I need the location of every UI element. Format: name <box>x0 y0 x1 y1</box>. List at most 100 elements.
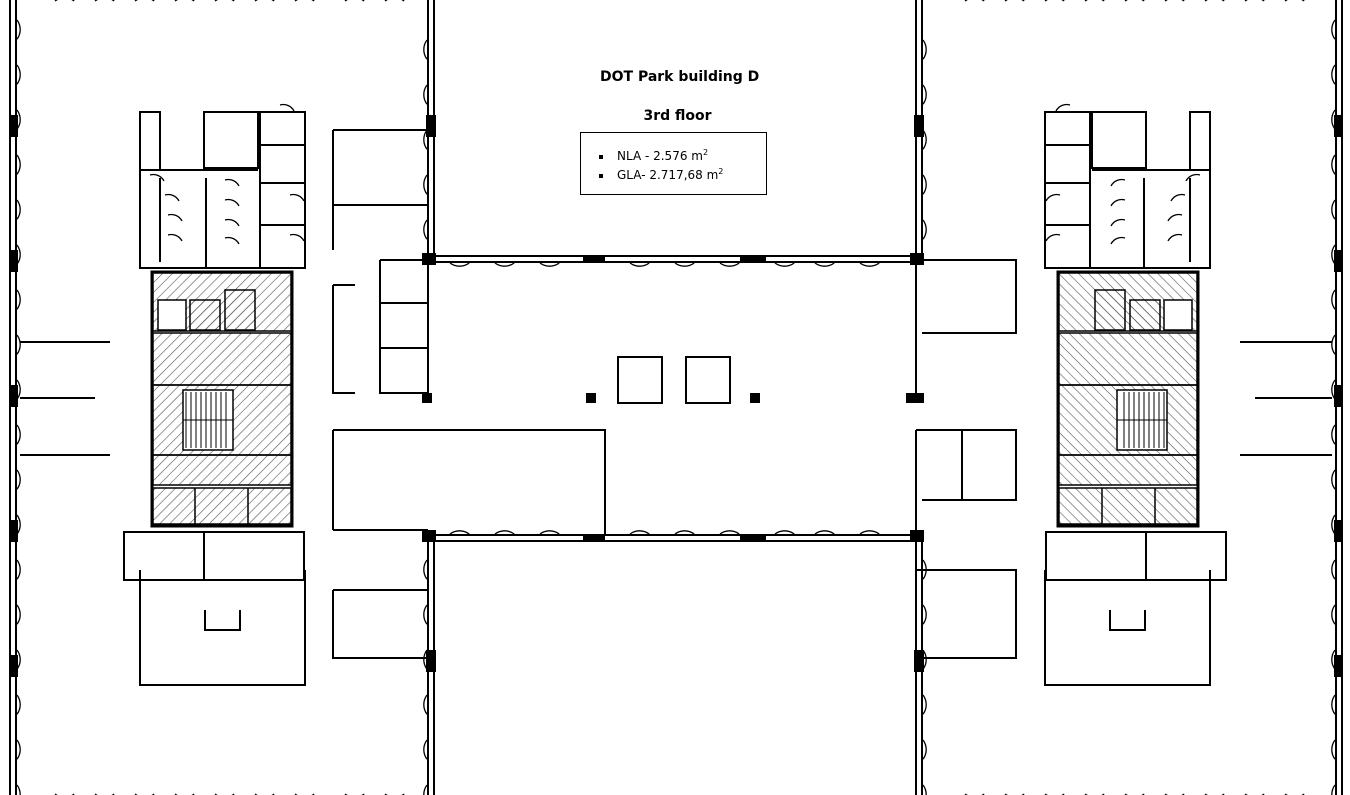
door-swing <box>1167 233 1183 242</box>
door-swing <box>54 0 75 2</box>
door-swing <box>449 262 470 267</box>
building-title: DOT Park building D <box>600 69 760 85</box>
door-swing <box>859 530 880 535</box>
door-swing <box>1084 0 1105 2</box>
door-swing <box>384 0 405 2</box>
gla-label: GLA- 2.717,68 m <box>617 168 719 182</box>
door-swing <box>224 178 240 187</box>
door-swing <box>149 173 165 182</box>
door-swing <box>167 213 183 222</box>
door-swing <box>1167 213 1183 222</box>
door-swing <box>774 530 795 535</box>
door-swing <box>16 739 21 760</box>
door-swing <box>423 84 428 105</box>
door-swing <box>294 0 315 2</box>
door-swing <box>1331 784 1336 795</box>
door-swing <box>423 739 428 760</box>
door-swing <box>922 739 927 760</box>
door-swing <box>1110 218 1126 227</box>
right-service-core <box>1044 111 1227 686</box>
nla-unit-sup: 2 <box>702 148 709 157</box>
door-swing <box>859 262 880 267</box>
door-swing <box>16 559 21 580</box>
door-swing <box>214 0 235 2</box>
door-swing <box>16 199 21 220</box>
door-swing <box>289 233 305 242</box>
nla-label: NLA - 2.576 m <box>617 149 703 163</box>
door-swing <box>1004 0 1025 2</box>
door-swing <box>1331 379 1336 400</box>
door-swing <box>16 244 21 265</box>
door-swing <box>16 784 21 795</box>
door-swing <box>1331 739 1336 760</box>
gla-unit-sup: 2 <box>718 167 724 176</box>
door-swing <box>134 0 155 2</box>
door-swing <box>279 103 295 112</box>
door-swing <box>674 262 695 267</box>
door-swing <box>1331 334 1336 355</box>
door-swing <box>1044 0 1065 2</box>
door-swing <box>164 193 180 202</box>
door-swing <box>224 236 240 245</box>
door-swing <box>94 0 115 2</box>
door-swing <box>16 109 21 130</box>
door-swing <box>494 530 515 535</box>
door-swing <box>1331 199 1336 220</box>
door-swing <box>16 379 21 400</box>
area-summary-box: NLA - 2.576 m2 GLA- 2.717,68 m2 <box>580 132 767 195</box>
door-swing <box>1164 0 1185 2</box>
door-swing <box>1045 233 1061 242</box>
left-core-hatch <box>152 272 292 525</box>
door-swing <box>922 84 927 105</box>
door-swing <box>922 39 927 60</box>
door-swing <box>16 604 21 625</box>
door-swing <box>16 334 21 355</box>
door-swing <box>1055 103 1071 112</box>
door-swing <box>922 219 927 240</box>
door-swing <box>423 694 428 715</box>
door-swing <box>1331 64 1336 85</box>
door-swing <box>449 530 470 535</box>
door-swing <box>814 530 835 535</box>
door-swing <box>774 262 795 267</box>
central-core <box>20 129 1332 659</box>
door-swing <box>1331 289 1336 310</box>
door-swing <box>1331 19 1336 40</box>
door-swing <box>16 19 21 40</box>
door-swing <box>224 198 240 207</box>
door-swing <box>922 604 927 625</box>
door-swing <box>1331 649 1336 670</box>
door-swing <box>719 530 740 535</box>
door-swing <box>224 218 240 227</box>
door-swing <box>719 262 740 267</box>
area-row-nla: NLA - 2.576 m2 <box>581 143 766 163</box>
door-swing <box>1331 109 1336 130</box>
door-swing <box>1110 236 1126 245</box>
door-swing <box>922 694 927 715</box>
left-stair <box>183 392 233 448</box>
door-swing <box>1170 193 1186 202</box>
door-swing <box>423 174 428 195</box>
door-swing <box>1284 0 1305 2</box>
door-swing <box>16 289 21 310</box>
door-swing <box>1045 193 1061 202</box>
door-swing <box>16 64 21 85</box>
door-swing <box>423 219 428 240</box>
door-swing <box>423 649 428 670</box>
door-swing <box>1331 244 1336 265</box>
door-swing <box>423 129 428 150</box>
bullet-icon <box>599 173 603 178</box>
door-swing <box>254 0 275 2</box>
door-swing <box>1331 559 1336 580</box>
area-row-gla: GLA- 2.717,68 m2 <box>581 162 766 182</box>
door-swing <box>16 154 21 175</box>
door-swing <box>16 694 21 715</box>
door-swing <box>1331 604 1336 625</box>
door-swing <box>1331 694 1336 715</box>
door-swing <box>423 559 428 580</box>
door-swing <box>922 174 927 195</box>
door-swing <box>174 0 195 2</box>
door-swing <box>922 559 927 580</box>
door-swing <box>539 530 560 535</box>
